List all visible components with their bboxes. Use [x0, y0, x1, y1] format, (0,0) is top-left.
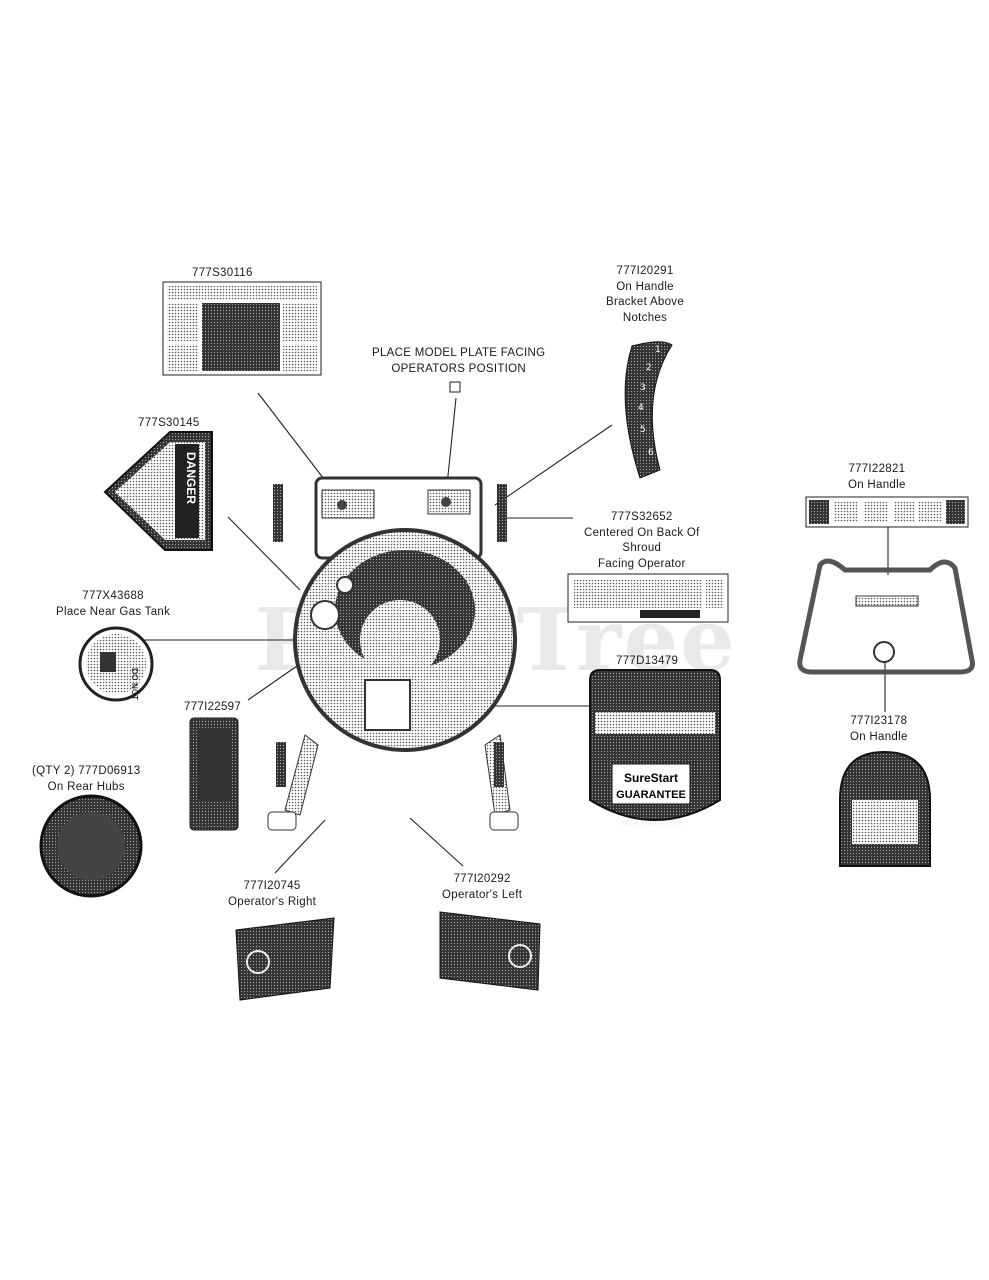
decal-777i22597 [189, 717, 239, 831]
model-plate-marker [449, 381, 461, 393]
decal-777x43688: DO NOT [78, 626, 154, 702]
decal-777i22821 [805, 496, 969, 528]
notch-number: 2 [646, 363, 652, 373]
decal-777s32652 [567, 573, 729, 623]
mower-body [267, 476, 519, 831]
decal-777i20291 [624, 341, 673, 479]
guarantee-text: GUARANTEE [616, 789, 686, 801]
label-777s30145: 777S30145 [138, 417, 200, 429]
danger-text: DANGER [184, 452, 198, 504]
label-777i22597: 777I22597 [184, 701, 242, 713]
notch-number: 4 [638, 403, 644, 413]
decal-777i23178 [839, 750, 931, 867]
notch-number: 3 [640, 383, 646, 393]
decal-777d13479: SureStart GUARANTEE SELF PROPELLED [589, 669, 721, 828]
surestart-text: SureStart [624, 771, 678, 785]
notch-number: 6 [648, 448, 654, 458]
decal-777i20292 [439, 911, 541, 991]
decal-777d06913 [39, 794, 143, 898]
notch-number: 5 [640, 425, 646, 435]
handle-illustration [797, 558, 975, 675]
decal-777i20745 [235, 917, 335, 1001]
do-not-text: DO NOT [130, 668, 139, 700]
self-propelled-text: SELF PROPELLED [621, 821, 682, 828]
label-777s30116: 777S30116 [192, 267, 253, 279]
notch-number: 1 [655, 345, 661, 355]
label-777d13479: 777D13479 [616, 655, 679, 667]
decal-777s30116 [162, 281, 322, 376]
decal-777s30145 [103, 431, 213, 551]
